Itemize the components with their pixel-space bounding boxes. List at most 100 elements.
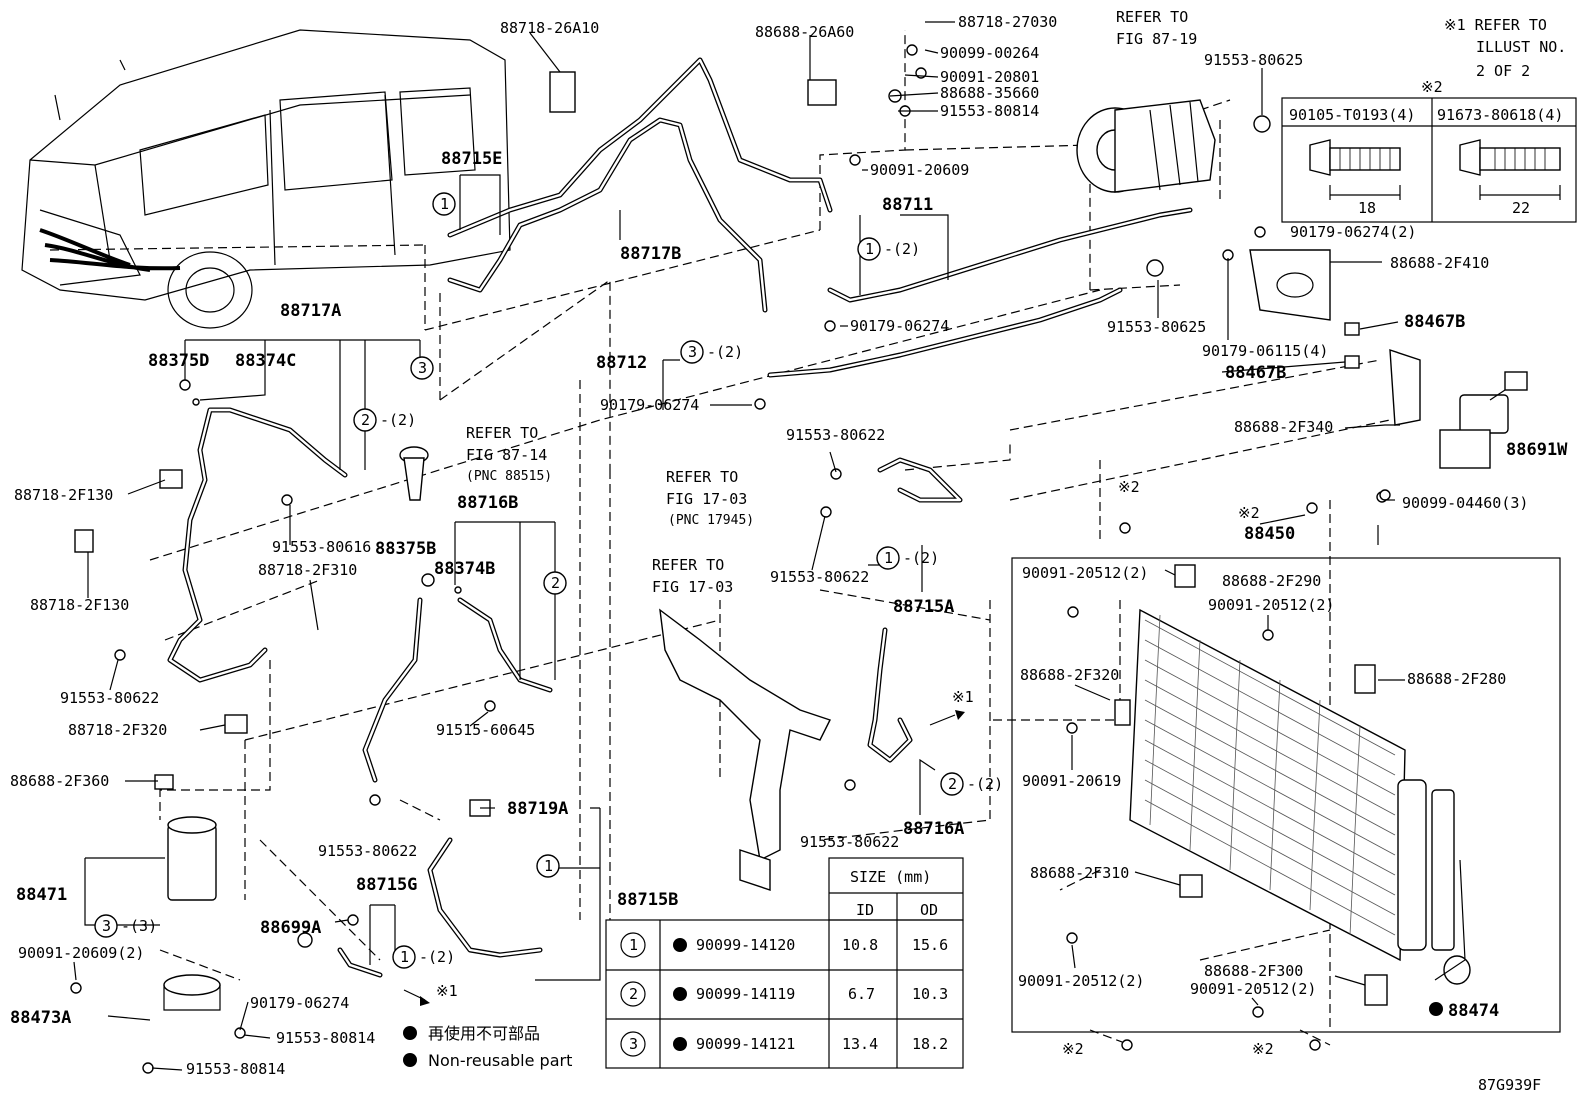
pipe-88715G (337, 947, 383, 978)
label-88375B: 88375B (375, 539, 436, 559)
label-88715E: 88715E (441, 149, 502, 169)
pipe-88715A (877, 457, 963, 503)
svg-text:-(2): -(2) (380, 411, 416, 429)
callout-3-88717A: 3 (410, 356, 434, 380)
label-88718-2F310: 88718-2F310 (258, 561, 357, 579)
pipes (167, 57, 1193, 978)
refer-8719-b: FIG 87-19 (1116, 30, 1197, 48)
oring-row-2-od: 10.3 (912, 985, 948, 1003)
mark2-c: ※2 (1062, 1040, 1084, 1058)
label-88688-35660: 88688-35660 (940, 84, 1039, 102)
oring-callouts: 1 1-(2) 3-(2) 3 2-(2) 2 1-(2) 2-(2) 1 3-… (94, 192, 1003, 969)
label-88712: 88712 (596, 353, 647, 373)
callout-1-88711: 1-(2) (857, 237, 920, 261)
non-reusable-dot-icon (1429, 1002, 1443, 1016)
van-illustration (21, 29, 511, 329)
callout-2-88717A: 2-(2) (353, 408, 416, 432)
label-91553-80622-e: 91553-80622 (800, 833, 899, 851)
label-90091-20512-2b: 90091-20512(2) (1208, 596, 1334, 614)
non-reusable-dot-icon (403, 1026, 417, 1040)
non-reusable-dot-icon (673, 938, 687, 952)
pipe-88716A (867, 627, 913, 763)
label-88718-27030: 88718-27030 (958, 13, 1057, 31)
label-88688-2F280: 88688-2F280 (1407, 670, 1506, 688)
non-reusable-dot-icon (403, 1053, 417, 1067)
oring-row-1-od: 15.6 (912, 936, 948, 954)
label-90091-20801: 90091-20801 (940, 68, 1039, 86)
refer-1703b-b: FIG 17-03 (652, 578, 733, 596)
svg-text:3: 3 (418, 359, 427, 377)
oring-row-2: 2 90099-14119 6.7 10.3 (620, 981, 948, 1007)
mark1-a: ※1 (952, 688, 974, 706)
mark2-table: ※2 (1421, 78, 1443, 96)
label-90179-06274-c: 90179-06274 (250, 994, 349, 1012)
label-90091-20619: 90091-20619 (1022, 772, 1121, 790)
oring-row-3-part: 90099-14121 (696, 1035, 795, 1053)
label-90091-20609-2: 90091-20609(2) (18, 944, 144, 962)
oring-row-3-id: 13.4 (842, 1035, 878, 1053)
svg-text:-(2): -(2) (903, 549, 939, 567)
label-88719A: 88719A (507, 799, 568, 819)
label-91553-80625-top: 91553-80625 (1204, 51, 1303, 69)
note1-line2: ILLUST NO. (1476, 38, 1566, 56)
oring-row-2-id: 6.7 (848, 985, 875, 1003)
label-91553-80814-c: 91553-80814 (186, 1060, 285, 1078)
oring-id-header: ID (856, 901, 874, 919)
label-88374B: 88374B (434, 559, 495, 579)
oring-size-table: SIZE (mm) ID OD 1 90099-14120 10.8 15.6 … (605, 857, 964, 1069)
mark2-b: ※2 (1238, 504, 1260, 522)
svg-text:1: 1 (865, 240, 874, 258)
pipe-88717B (447, 117, 768, 313)
label-90179-06274-2: 90179-06274(2) (1290, 223, 1416, 241)
bolt-dim2: 22 (1512, 199, 1530, 217)
oring-row-3: 3 90099-14121 13.4 18.2 (620, 1031, 948, 1057)
svg-text:1: 1 (884, 549, 893, 567)
label-88717A: 88717A (280, 301, 341, 321)
compressor (1076, 99, 1216, 193)
svg-text:1: 1 (440, 195, 449, 213)
label-88375D: 88375D (148, 351, 209, 371)
svg-text:3: 3 (102, 917, 111, 935)
pressure-switch-88691W (1439, 371, 1528, 469)
part-labels: 88718-26A10 88688-26A60 88718-27030 9009… (10, 13, 1568, 1078)
hose-bracket-17-03 (659, 608, 831, 891)
label-90179-06274-a: 90179-06274 (850, 317, 949, 335)
label-90099-00264: 90099-00264 (940, 44, 1039, 62)
bracket-88688-2F410 (1249, 249, 1421, 426)
label-91553-80625-mid: 91553-80625 (1107, 318, 1206, 336)
oring-row-1: 1 90099-14120 10.8 15.6 (620, 932, 948, 958)
receiver-dryer-88471 (163, 816, 221, 1011)
refer-1703a-a: REFER TO (666, 468, 738, 486)
legend-jp: 再使用不可部品 (428, 1024, 540, 1043)
label-88688-2F300: 88688-2F300 (1204, 962, 1303, 980)
condenser-box (1011, 557, 1561, 1033)
label-88699A: 88699A (260, 918, 321, 938)
label-88715G: 88715G (356, 875, 417, 895)
svg-text:-(2): -(2) (707, 343, 743, 361)
label-88688-2F310: 88688-2F310 (1030, 864, 1129, 882)
label-91553-80814-b: 91553-80814 (276, 1029, 375, 1047)
svg-text:-(2): -(2) (419, 948, 455, 966)
label-88467B-a: 88467B (1404, 312, 1465, 332)
refer-8719-a: REFER TO (1116, 8, 1188, 26)
diagram-code: 87G939F (1478, 1076, 1541, 1094)
mark1-b: ※1 (436, 982, 458, 1000)
notes: ※1 REFER TO ILLUST NO. 2 OF 2 ※2 REFER T… (403, 8, 1566, 1094)
label-88718-2F130-a: 88718-2F130 (14, 486, 113, 504)
callout-1-88715G: 1-(2) (392, 945, 455, 969)
callout-1-88715E: 1 (432, 192, 456, 216)
note1-line3: 2 OF 2 (1476, 62, 1530, 80)
label-90091-20512-2a: 90091-20512(2) (1022, 564, 1148, 582)
label-88374C: 88374C (235, 351, 296, 371)
pipe-88711 (827, 207, 1193, 303)
mark2-d: ※2 (1252, 1040, 1274, 1058)
oring-row-1-id: 10.8 (842, 936, 878, 954)
refer-8714-b: FIG 87-14 (466, 446, 547, 464)
label-88474: 88474 (1448, 1001, 1499, 1021)
label-88688-26A60: 88688-26A60 (755, 23, 854, 41)
label-88691W: 88691W (1506, 440, 1568, 460)
label-90179-06274-b: 90179-06274 (600, 396, 699, 414)
mark2-a: ※2 (1118, 478, 1140, 496)
oring-od-header: OD (920, 901, 938, 919)
